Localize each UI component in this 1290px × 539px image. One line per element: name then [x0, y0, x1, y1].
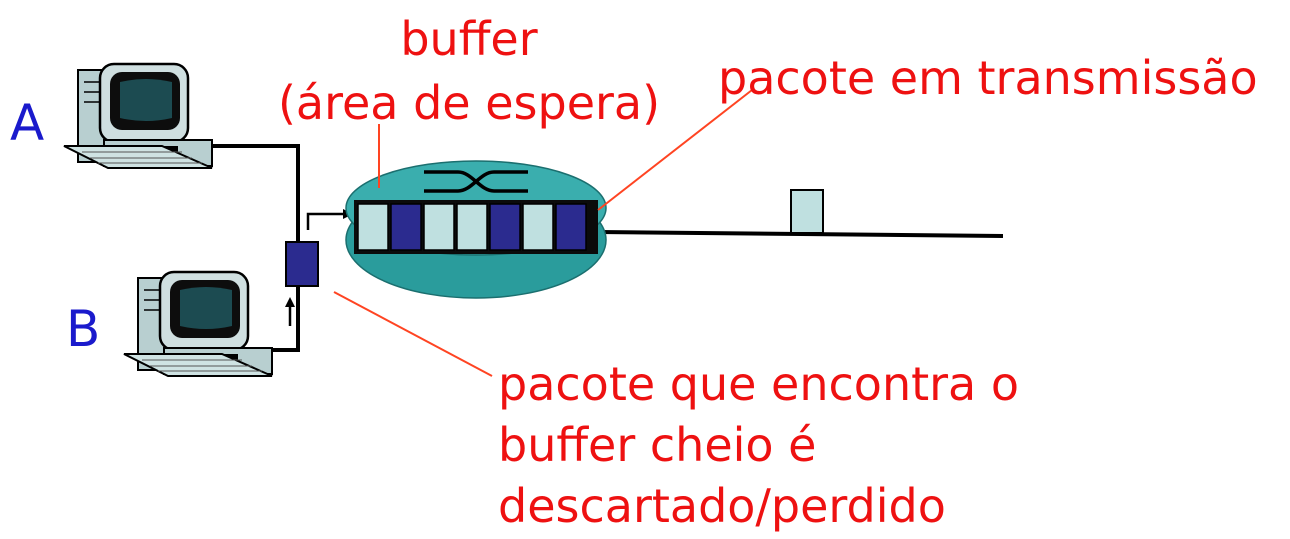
dropped-label-line2: buffer cheio é [498, 418, 816, 472]
router [345, 160, 607, 299]
host-b-link [260, 285, 300, 352]
router-switch-icon [424, 170, 528, 193]
queued-packet-5 [489, 203, 521, 251]
input-arrow [306, 209, 353, 230]
queued-packet-3 [423, 203, 455, 251]
packet-in-transmission [790, 189, 824, 234]
queued-packet-2 [390, 203, 422, 251]
host-a-link [200, 144, 300, 246]
dropped-label-line3: descartado/perdido [498, 479, 946, 533]
host-a-computer-icon [63, 62, 213, 169]
queued-packet-7 [555, 203, 587, 251]
dropped-pointer-line [333, 291, 493, 377]
pointer-lines [333, 89, 753, 377]
host-b-label: B [66, 300, 100, 358]
queued-packet-4 [456, 203, 488, 251]
queue-packets [357, 203, 587, 251]
transmitting-label: pacote em transmissão [718, 51, 1258, 105]
host-b-computer-icon [123, 270, 273, 377]
buffer-label: buffer [400, 12, 537, 66]
transmitting-pointer-line [597, 89, 753, 211]
dropped-packet [285, 241, 319, 287]
host-a-label: A [10, 94, 44, 152]
queued-packet-6 [522, 203, 554, 251]
buffer-sublabel: (área de espera) [278, 76, 660, 130]
dropped-label-line1: pacote que encontra o [498, 357, 1019, 411]
queued-packet-1 [357, 203, 389, 251]
